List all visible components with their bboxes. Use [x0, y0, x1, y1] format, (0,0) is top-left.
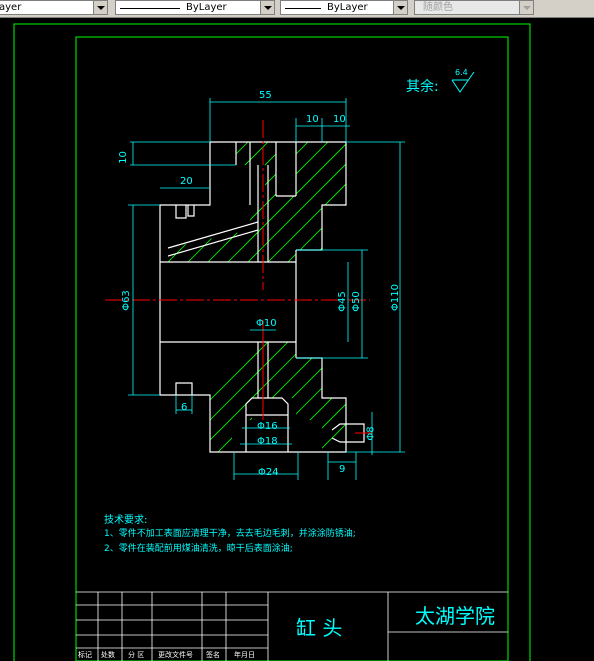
- drawing-canvas[interactable]: [0, 17, 594, 661]
- dim-10c: 10: [117, 151, 129, 164]
- tb-label-date: 年月日: [234, 651, 255, 659]
- roughness-label: 其余:: [406, 79, 439, 95]
- center-lines: [105, 120, 372, 434]
- hatch-lower: [160, 342, 346, 452]
- dim-phi24: Φ24: [258, 467, 279, 478]
- dim-phi45: Φ45: [336, 291, 348, 312]
- layer-combo[interactable]: ayer: [0, 0, 108, 15]
- linetype-combo-value: ByLayer: [186, 2, 227, 13]
- part-name: 缸 头: [296, 616, 343, 640]
- dim-55: 55: [259, 90, 272, 101]
- dim-phi16: Φ16: [257, 421, 278, 432]
- lineweight-sample: [285, 8, 321, 9]
- linetype-combo[interactable]: ByLayer: [115, 0, 275, 15]
- outer-border: [13, 23, 531, 661]
- school-name: 太湖学院: [415, 604, 495, 628]
- chevron-down-icon[interactable]: [519, 1, 533, 14]
- dim-phi8: Φ8: [365, 426, 377, 441]
- hatch-upper: [160, 142, 346, 262]
- lineweight-combo[interactable]: ByLayer: [280, 0, 408, 15]
- dimension-lines: [128, 98, 405, 480]
- chevron-down-icon[interactable]: [393, 1, 407, 14]
- roughness-value: 6.4: [455, 68, 468, 77]
- tb-label-zone: 分 区: [128, 651, 145, 659]
- drawing-frame: [75, 36, 509, 661]
- layer-combo-value: ayer: [0, 2, 22, 13]
- linetype-sample: [120, 8, 180, 9]
- lineweight-combo-value: ByLayer: [327, 2, 368, 13]
- color-combo[interactable]: 随颜色: [414, 0, 534, 15]
- dim-10b: 10: [333, 114, 346, 125]
- chevron-down-icon[interactable]: [93, 1, 107, 14]
- chevron-down-icon[interactable]: [260, 1, 274, 14]
- dim-20: 20: [180, 176, 193, 187]
- dim-10a: 10: [306, 114, 319, 125]
- title-block: [76, 591, 508, 661]
- tech-requirement-1: 1、零件不加工表面应清理干净，去去毛边毛刺，并涂涂防锈油;: [104, 529, 356, 539]
- dim-6: 6: [181, 402, 188, 413]
- tech-requirements-title: 技术要求:: [104, 515, 148, 526]
- dim-phi50: Φ50: [350, 291, 362, 312]
- dim-phi110: Φ110: [389, 284, 401, 311]
- part-outline: [159, 141, 365, 453]
- tb-label-signature: 签名: [206, 651, 220, 659]
- color-combo-value: 随颜色: [423, 2, 453, 13]
- tb-label-mark: 标记: [78, 651, 92, 659]
- dim-9: 9: [339, 464, 346, 475]
- dim-phi18: Φ18: [257, 436, 278, 447]
- roughness-symbol: [451, 71, 475, 93]
- tech-requirement-2: 2、零件在装配前用煤油清洗，晾干后表面涂油;: [104, 544, 293, 554]
- properties-toolbar: ayer ByLayer ByLayer 随颜色: [0, 0, 594, 18]
- dim-phi10: Φ10: [256, 318, 277, 329]
- dim-phi63: Φ63: [120, 290, 132, 311]
- tb-label-change-doc: 更改文件号: [158, 651, 193, 659]
- tb-label-count: 处数: [101, 651, 115, 659]
